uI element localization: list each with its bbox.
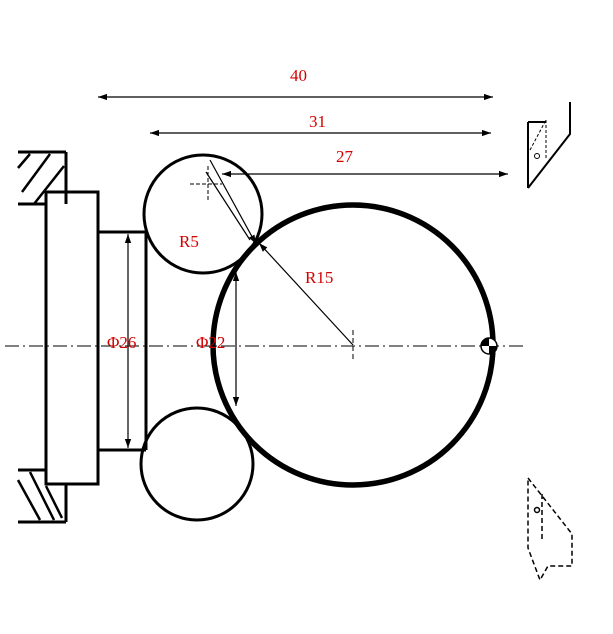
circle-r5-center-mark xyxy=(190,166,222,200)
dimension-label-31: 31 xyxy=(309,112,326,131)
workpiece-stock xyxy=(44,190,100,486)
radius-leader-r5-b xyxy=(205,171,251,241)
workpiece-neck xyxy=(98,230,148,452)
cutting-tool-icon xyxy=(527,102,571,189)
cutting-tool-outline-icon xyxy=(527,475,573,582)
circle-r5-top xyxy=(142,153,264,275)
radius-label-r5: R5 xyxy=(179,232,199,251)
chuck-jaw-top-icon xyxy=(17,150,68,206)
radius-leader-r5 xyxy=(209,159,257,245)
workpiece-origin-icon xyxy=(480,337,498,355)
diameter-label-22: Φ22 xyxy=(196,333,225,352)
circle-r5-bottom xyxy=(139,406,255,522)
dimension-label-27: 27 xyxy=(336,147,354,166)
dimension-label-40: 40 xyxy=(290,66,307,85)
chuck-jaw-bottom-icon xyxy=(16,468,68,524)
radius-leader-r15 xyxy=(258,242,354,346)
diameter-label-26: Φ26 xyxy=(107,333,136,352)
radius-label-r15: R15 xyxy=(305,268,333,287)
